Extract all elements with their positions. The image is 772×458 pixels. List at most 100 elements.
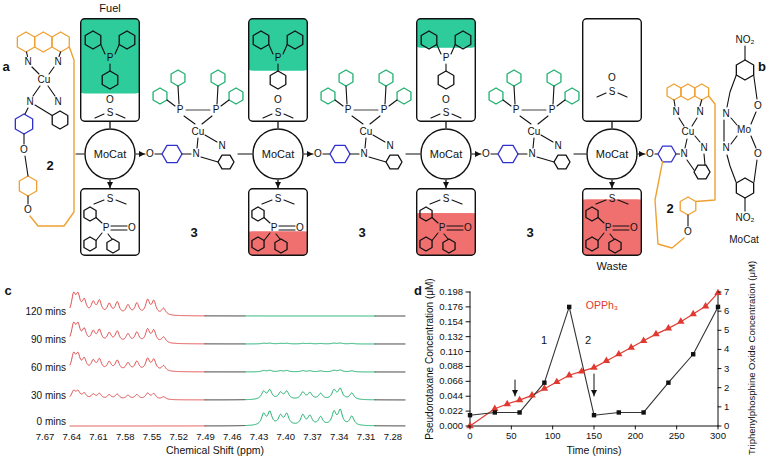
connector [611,180,612,188]
molecule-drawing [586,200,629,253]
atom-label: O [146,149,154,159]
nmr-trace [205,371,245,372]
triangle-marker [553,378,560,384]
bond-line [59,52,61,57]
container-outline [81,19,140,122]
tick-label: 0 [724,421,729,431]
aromatic-ring [211,70,225,86]
triangle-marker [590,363,597,369]
aromatic-ring [15,114,32,134]
panel-letter: b [758,60,766,73]
bond-line [731,118,737,125]
aromatic-ring [162,145,182,162]
aromatic-ring [736,60,753,80]
atom-label: P [345,105,352,115]
aromatic-ring [667,84,681,100]
bond-line [205,135,217,142]
bond-line [727,155,736,182]
nmr-trace [245,409,375,426]
atom-label: Cu [682,127,695,137]
triangle-marker [702,302,709,308]
bond-line [751,136,756,148]
bond-line [685,139,687,148]
nmr-trace [245,315,375,316]
aromatic-ring [287,31,303,49]
bond-line [445,64,446,71]
container-fill [583,189,642,256]
square-marker [517,410,521,414]
atom-label: S [443,194,450,204]
aromatic-ring [455,31,471,49]
tick-label: 7.52 [170,432,189,442]
atom-label: P [381,105,388,115]
bond-line [557,100,565,106]
bond-line [33,86,40,96]
bond-line [323,153,330,154]
atom-label: N [218,141,225,151]
macrocycle-chain [696,96,715,202]
atom-label: P [275,53,282,63]
tick-label: 7.46 [223,432,242,442]
waste-container: SPO [80,188,140,256]
waste-container: SPO [416,188,476,256]
flow-arrow [638,153,645,154]
tick-label: 3 [724,364,729,374]
tick-label: 7.61 [89,432,108,442]
bond-line [431,114,440,118]
bond-line [365,138,366,148]
molecule-drawing [84,200,127,253]
tick-mark [466,321,470,322]
trace-label: 30 mins [31,391,66,401]
tick-label: 100 [545,431,561,441]
connector [109,122,110,128]
nmr-spectra [70,292,405,426]
nmr-trace [245,342,375,344]
square-marker [666,380,670,384]
bond-line [178,86,179,104]
bond-line [447,229,463,230]
bond-line [518,153,527,154]
aromatic-ring [443,239,455,253]
nmr-trace [245,388,375,400]
triangle-marker [603,357,610,363]
tick-label: 0.044 [439,391,463,401]
catalyst-label: MoCat [262,149,294,160]
aromatic-ring [270,71,286,89]
triangle-marker [689,310,696,316]
atom-label: O [684,227,692,237]
bond-line [264,218,270,224]
bond-line [731,136,737,144]
bond-line [520,116,531,124]
fuel-container: POS [248,18,308,122]
bond-line [276,234,280,239]
tick-mark [552,426,553,429]
bond-line [744,46,745,60]
axis-title: Time (mins) [566,445,621,456]
series-line [470,293,718,426]
atom-label: O [24,205,32,215]
tick-mark [466,351,470,352]
square-marker [542,380,546,384]
atom-label: NO₂ [736,35,755,45]
atom-label: S [275,108,282,118]
axis-title: Triphenylphosphine Oxide Concentration (… [747,261,757,455]
bond-line [217,86,218,104]
catalyst-circle: MoCat [252,128,304,180]
nmr-trace [205,425,245,426]
tick-label: 7.43 [250,432,269,442]
bond-line [25,156,28,176]
bond-line [370,116,380,124]
triangle-marker [665,324,672,330]
tick-mark [511,426,512,429]
container-outline [81,189,140,256]
aromatic-ring [609,239,621,253]
aromatic-ring [339,70,353,86]
tick-label: 5 [724,326,729,336]
nmr-trace [375,425,405,426]
bond-line [111,229,127,230]
bond-line [452,114,461,118]
kinetics-chart [466,289,721,428]
bond-line [202,116,212,124]
bond-line [346,86,347,104]
